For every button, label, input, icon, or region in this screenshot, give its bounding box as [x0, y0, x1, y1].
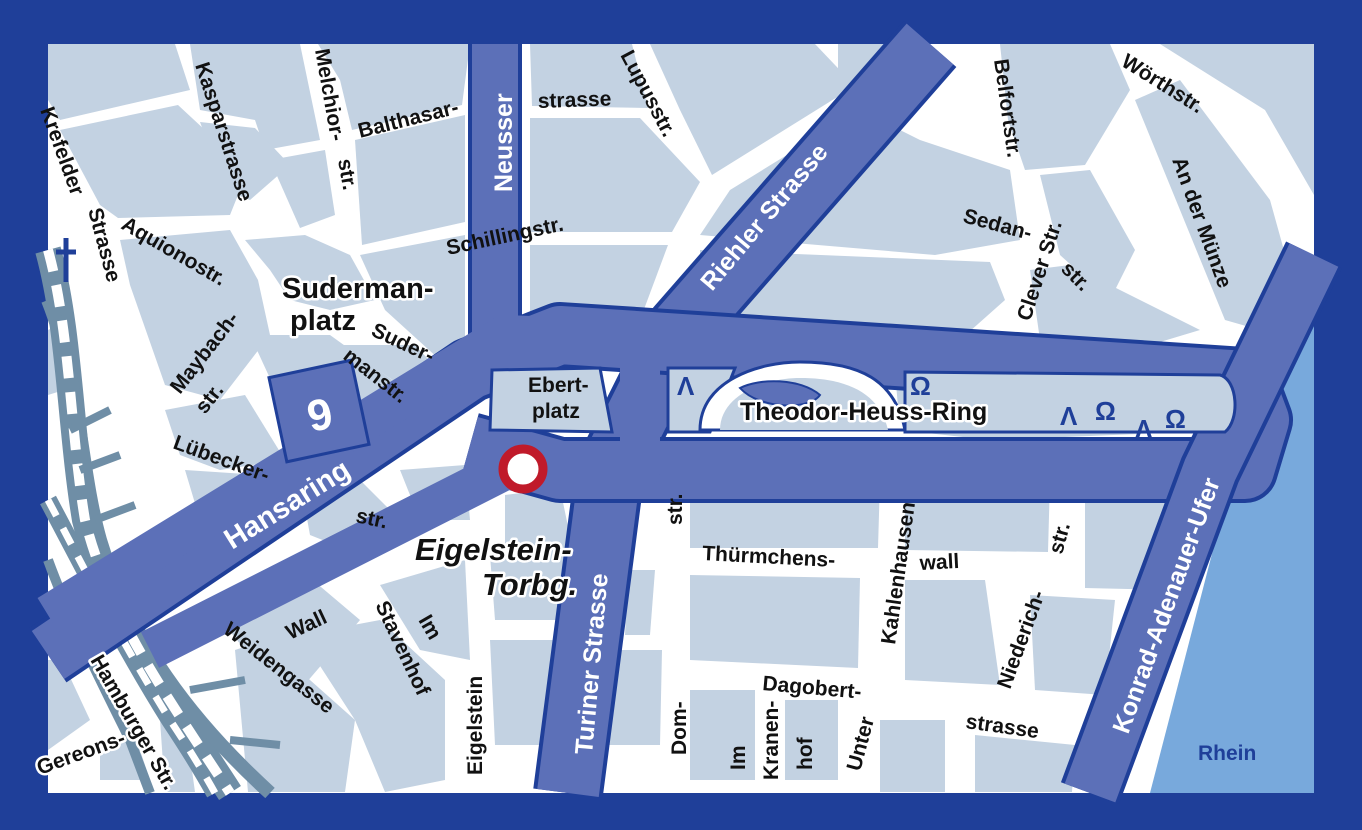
ring-marker[interactable] [498, 444, 548, 494]
svg-text:Λ: Λ [677, 371, 695, 401]
label-neusser: Neusser [490, 93, 518, 192]
map-area: 9 Λ Ω Λ Ω Λ Ω Krefelder Strasse Kasparst… [29, 20, 1342, 804]
railway-tracks [35, 246, 281, 801]
label-ebertplatz-1: Ebert- [528, 374, 589, 397]
label-im-2: Im [727, 745, 750, 770]
label-str-vertical: str. [664, 493, 687, 525]
label-hof: hof [794, 736, 817, 770]
label-ebertplatz-2: platz [532, 400, 580, 423]
svg-text:Λ: Λ [1060, 401, 1078, 431]
label-theodor: Theodor-Heuss-Ring [740, 398, 987, 426]
road-islands [488, 360, 1237, 434]
label-dom: Dom- [668, 701, 691, 755]
label-sudermanplatz-2: platz [290, 305, 356, 337]
label-wall: wall [918, 550, 960, 575]
parking-garage: 9 [267, 358, 371, 464]
label-rhein: Rhein [1198, 742, 1256, 765]
park-pond [738, 380, 822, 407]
svg-text:Ω: Ω [1095, 396, 1116, 426]
label-eigelstein: Eigelstein [464, 676, 487, 775]
label-kranen: Kranen- [760, 701, 783, 780]
svg-text:Ω: Ω [1165, 404, 1186, 434]
label-sudermanplatz-1: Suderman- [282, 273, 433, 305]
label-eigelstein-torbg-1: Eigelstein- [415, 532, 572, 567]
main-roads [29, 20, 1342, 804]
svg-text:Ω: Ω [910, 371, 931, 401]
svg-text:Λ: Λ [1135, 414, 1153, 444]
label-eigelstein-torbg-2: Torbg. [482, 567, 577, 602]
arch-omega-glyphs: Λ Ω Λ Ω Λ Ω [677, 371, 1186, 444]
label-balthasar-strasse: strasse [537, 87, 611, 113]
label-melchior-str: str. [333, 157, 361, 192]
cross-icon [56, 238, 76, 282]
